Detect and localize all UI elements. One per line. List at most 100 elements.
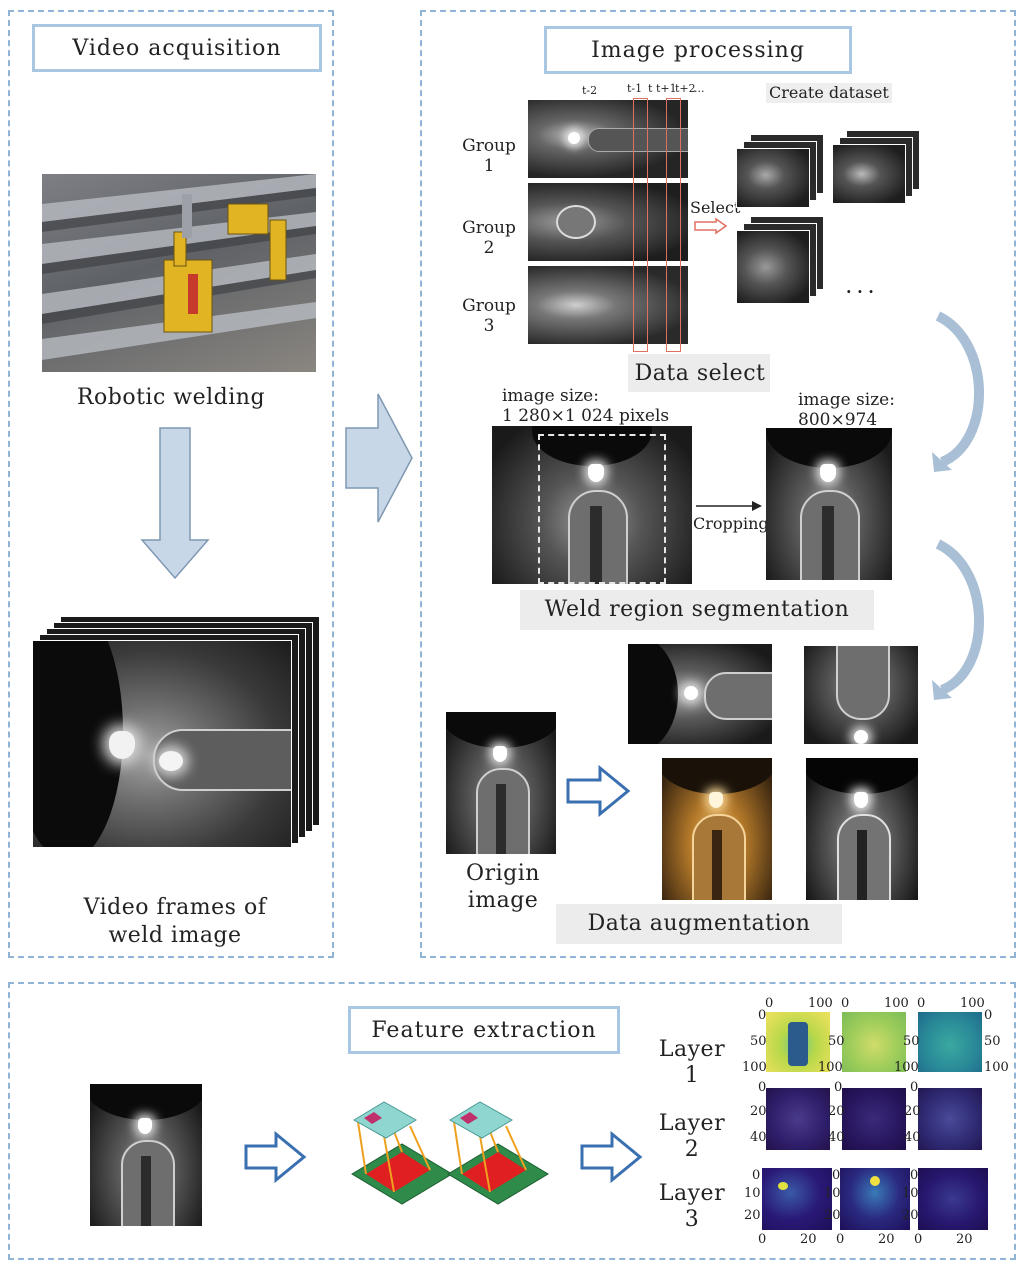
cropped-weld-image: [766, 428, 892, 580]
video-acquisition-title: Video acquisition: [32, 24, 322, 72]
video-frames-caption-line2: weld image: [108, 923, 242, 948]
augmented-color-image: [662, 758, 772, 900]
l3-bottom-tick-0-c: 0: [914, 1232, 923, 1247]
l1-top-tick-0-c: 0: [917, 996, 926, 1011]
layer-1-line2: 1: [684, 1063, 700, 1088]
l2-left-tick-0-a: 0: [758, 1080, 767, 1095]
image-processing-panel: [420, 10, 1016, 958]
l3-bottom-tick-20-a: 20: [800, 1232, 817, 1247]
l3-bottom-tick-20-b: 20: [878, 1232, 895, 1247]
layer-1-map-2: [842, 1012, 906, 1072]
image-size-left-line2: 1 280×1 024 pixels: [502, 406, 670, 426]
group-2-frames: [528, 183, 688, 261]
origin-image-label: Origin image: [466, 861, 540, 913]
video-frames-stack: [32, 616, 322, 848]
group-2-line2: 2: [483, 238, 495, 258]
time-window-marker-1: [633, 98, 648, 352]
image-processing-title: Image processing: [544, 26, 852, 74]
group-1-line2: 1: [483, 156, 495, 176]
time-label-t-plus-2: t+2: [675, 82, 696, 95]
time-label-ellipsis: ...: [694, 82, 705, 95]
dataset-cube-3: [736, 216, 824, 304]
l1-top-tick-100-a: 100: [808, 996, 833, 1011]
l1-left-tick-50-a: 50: [750, 1034, 767, 1049]
l3-left-tick-0-b: 0: [832, 1168, 841, 1183]
cropping-label: Cropping: [693, 514, 769, 533]
image-size-left-line1: image size:: [502, 386, 599, 406]
time-label-t-minus-1: t-1: [627, 82, 643, 95]
l1-right-tick-100: 100: [984, 1060, 1009, 1075]
layer-1-line1: Layer: [658, 1037, 726, 1062]
time-label-t: t: [648, 82, 653, 95]
l2-left-tick-0-b: 0: [834, 1080, 843, 1095]
l2-left-tick-0-c: 0: [910, 1080, 919, 1095]
l3-left-tick-20-a: 20: [744, 1208, 761, 1223]
video-acquisition-panel: [8, 10, 334, 958]
time-window-marker-2: [666, 98, 681, 352]
weld-region-segmentation-label: Weld region segmentation: [544, 597, 850, 622]
l2-left-tick-20-b: 20: [828, 1104, 845, 1119]
augmented-contrast-image: [806, 758, 918, 900]
group-2-line1: Group: [462, 218, 516, 238]
curved-flow-arrow-2: [932, 539, 984, 700]
select-label: Select: [690, 198, 741, 217]
l3-left-tick-10-c: 10: [902, 1186, 919, 1201]
cnn-convolution-diagram: [351, 1101, 549, 1205]
l3-left-tick-20-c: 20: [902, 1208, 919, 1223]
l1-right-tick-0: 0: [984, 1008, 993, 1023]
layer-2-line1: Layer: [658, 1111, 726, 1136]
dataset-ellipsis: · · ·: [846, 282, 874, 301]
video-frames-caption-line1: Video frames of: [83, 895, 267, 920]
robotic-welding-photo: [42, 174, 316, 372]
time-label-t-plus-1: t+1: [656, 82, 677, 95]
l1-left-tick-100-a: 100: [742, 1060, 767, 1075]
feature-arrow-2: [580, 1130, 643, 1184]
layer-1-map-1: [766, 1012, 830, 1072]
l3-bottom-tick-0-b: 0: [836, 1232, 845, 1247]
feature-extraction-title: Feature extraction: [348, 1006, 620, 1054]
l1-top-tick-100-b: 100: [884, 996, 909, 1011]
l3-left-tick-20-b: 20: [824, 1208, 841, 1223]
time-label-t-minus-2: t-2: [582, 84, 598, 97]
cnn-block-2: [447, 1101, 549, 1205]
feature-arrow-1: [244, 1130, 307, 1184]
select-arrow: [694, 217, 728, 235]
origin-weld-image: [446, 712, 556, 854]
image-size-right-line2: 800×974: [798, 410, 878, 430]
weld-region-segmentation-label-bg: [520, 590, 874, 630]
l3-bottom-tick-0-a: 0: [758, 1232, 767, 1247]
l1-left-tick-100-c: 100: [894, 1060, 919, 1075]
dataset-cube-2: [832, 130, 920, 204]
l3-left-tick-0-a: 0: [752, 1168, 761, 1183]
l3-left-tick-10-b: 10: [824, 1186, 841, 1201]
l3-left-tick-0-c: 0: [910, 1168, 919, 1183]
l1-left-tick-0-a: 0: [758, 1008, 767, 1023]
l1-top-tick-0-a: 0: [765, 996, 774, 1011]
layer-3-line2: 3: [684, 1207, 700, 1232]
l2-left-tick-40-c: 40: [904, 1130, 921, 1145]
l2-left-tick-40-a: 40: [750, 1130, 767, 1145]
layer-1-map-3: [918, 1012, 982, 1072]
layer-2-map-3: [918, 1088, 982, 1150]
data-select-label-bg: [628, 354, 770, 392]
create-dataset-label: Create dataset: [766, 83, 892, 103]
right-arrow-to-processing: [345, 393, 413, 523]
layer-2-map-1: [766, 1088, 830, 1150]
l1-top-tick-100-c: 100: [960, 996, 985, 1011]
l2-left-tick-40-b: 40: [828, 1130, 845, 1145]
l3-left-tick-10-a: 10: [744, 1186, 761, 1201]
augmented-rotated-image: [628, 644, 772, 744]
feature-extraction-panel: [8, 982, 1016, 1260]
layer-2-line2: 2: [684, 1137, 700, 1162]
layer-3-map-2: [840, 1168, 910, 1230]
full-size-weld-image: [492, 426, 692, 584]
input-weld-image: [90, 1084, 202, 1226]
augmented-flipped-image: [804, 646, 918, 744]
data-augmentation-label: Data augmentation: [587, 911, 811, 936]
data-select-label: Data select: [634, 361, 766, 386]
group-3-frames: [528, 266, 688, 344]
layer-2-map-2: [842, 1088, 906, 1150]
group-1-frames: [528, 100, 688, 178]
layer-3-map-1: [762, 1168, 832, 1230]
image-size-right-line1: image size:: [798, 390, 895, 410]
